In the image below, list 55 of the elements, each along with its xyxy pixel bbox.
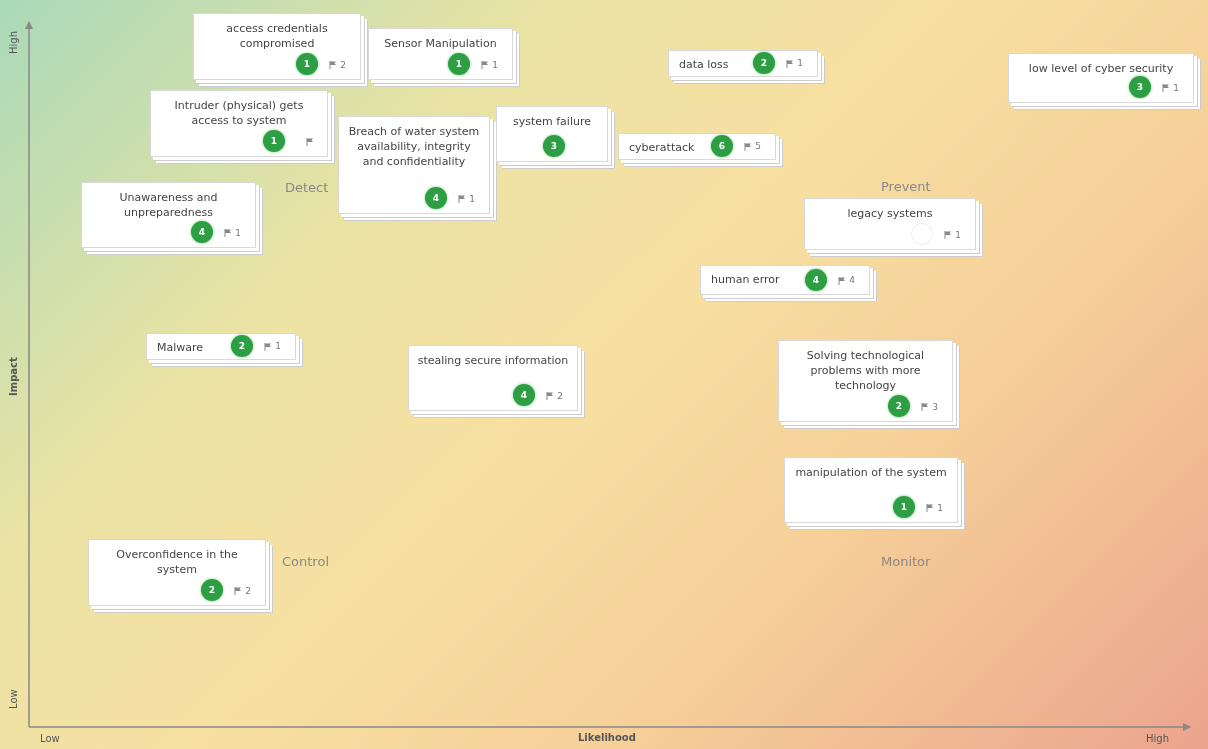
card-title: Malware (157, 340, 204, 355)
count-badge: 2 (231, 335, 253, 357)
flag-count: 1 (937, 503, 943, 513)
axis-label: Low (8, 689, 19, 709)
flag-count: 2 (245, 586, 251, 596)
flag-count: 2 (340, 60, 346, 70)
count-badge: 6 (711, 135, 733, 157)
flag-count: 1 (492, 60, 498, 70)
card-title: manipulation of the system (794, 465, 948, 480)
quadrant-label: Prevent (881, 179, 931, 194)
axis-label: Impact (8, 357, 19, 396)
flag-count: 1 (797, 58, 803, 68)
card-title: Overconfidence in the system (115, 547, 239, 577)
count-badge: 2 (888, 395, 910, 417)
count-badge: 4 (425, 187, 447, 209)
count-badge: 4 (805, 269, 827, 291)
flag-count: 1 (275, 341, 281, 351)
axis-label: Low (40, 733, 60, 744)
count-badge: 4 (191, 221, 213, 243)
count-badge: 3 (1129, 76, 1151, 98)
count-badge: 2 (753, 52, 775, 74)
card-title: data loss (679, 57, 729, 72)
quadrant-label: Control (282, 554, 329, 569)
flag-count: 1 (955, 230, 961, 240)
flag-count: 5 (755, 141, 761, 151)
axis-label: High (8, 31, 19, 54)
card-title: Unawareness and unpreparedness (118, 190, 219, 220)
card-title: stealing secure information (417, 353, 569, 368)
quadrant-label: Detect (285, 180, 329, 195)
count-badge: 1 (448, 53, 470, 75)
flag-count: 3 (932, 402, 938, 412)
card-title: Breach of water system availability, integrity and confidentiality (347, 124, 481, 169)
flag-count: 1 (1173, 83, 1179, 93)
flag-count: 1 (469, 194, 475, 204)
axis-label: High (1146, 733, 1169, 744)
card-title: cyberattack (629, 140, 695, 155)
axis-label: Likelihood (578, 732, 636, 743)
card-title: legacy systems (846, 206, 934, 221)
card-title: Solving technological problems with more technology (805, 348, 926, 393)
count-badge: 2 (201, 579, 223, 601)
card-title: Intruder (physical) gets access to system (173, 98, 305, 128)
count-badge: 3 (543, 135, 565, 157)
count-badge: 1 (893, 496, 915, 518)
card-title: low level of cyber security (1027, 61, 1175, 76)
card-title: Sensor Manipulation (383, 36, 498, 51)
card-title: access credentials compromised (225, 21, 329, 51)
flag-count: 2 (557, 391, 563, 401)
count-badge: 4 (513, 384, 535, 406)
flag-count: 1 (235, 228, 241, 238)
card-title: system failure (512, 114, 592, 129)
card-title: human error (711, 272, 780, 287)
quadrant-label: Monitor (881, 554, 931, 569)
flag-count: 4 (849, 275, 855, 285)
count-badge: 1 (296, 53, 318, 75)
count-badge: 1 (263, 130, 285, 152)
